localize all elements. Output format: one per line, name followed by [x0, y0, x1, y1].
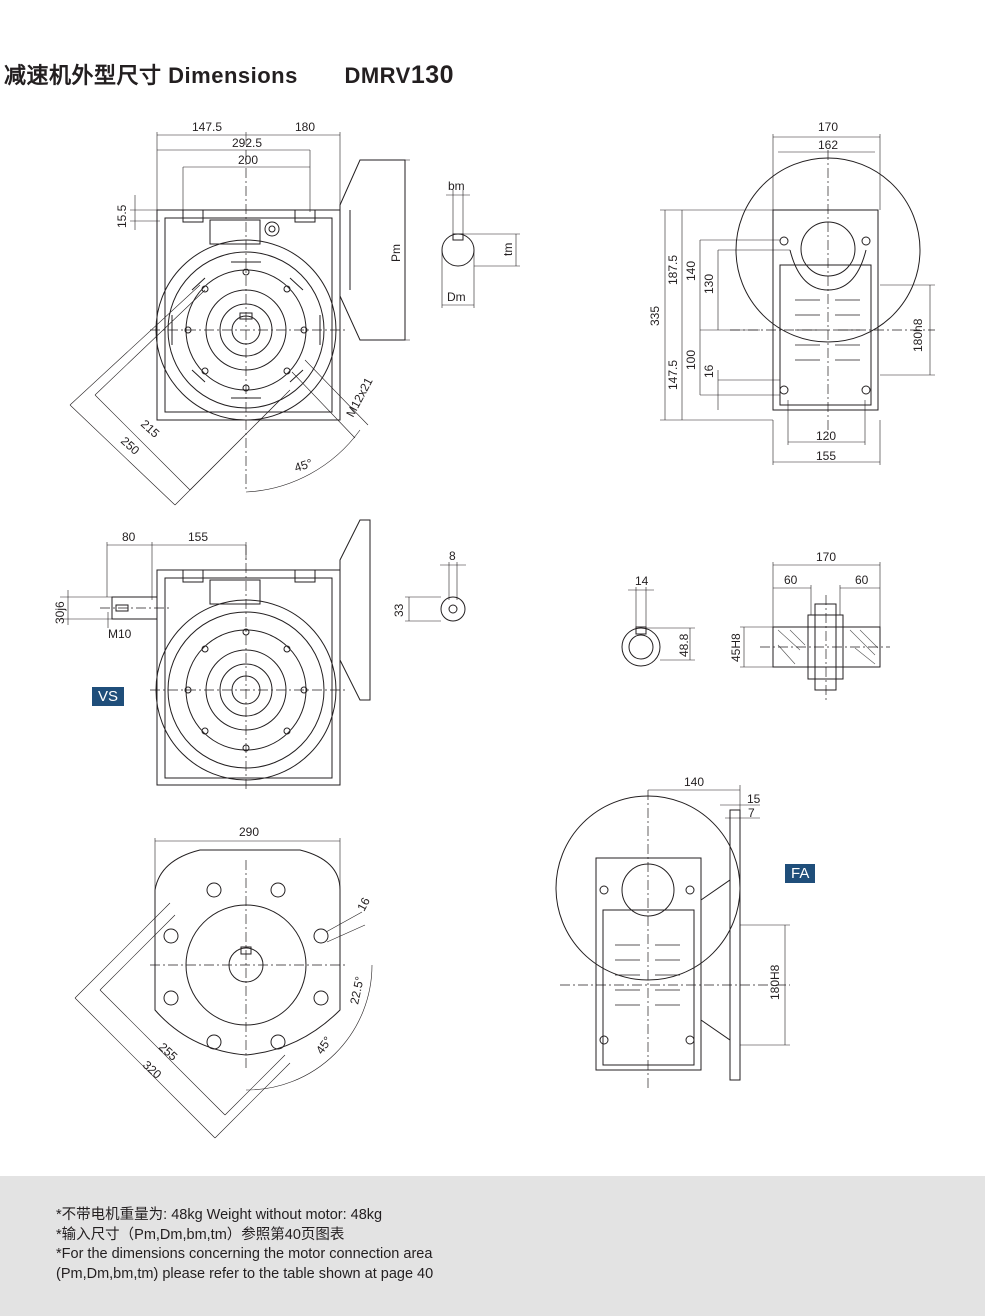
vs-tag: VS: [92, 687, 125, 706]
dim-tm: tm: [501, 243, 515, 256]
note-input-en: *For the dimensions concerning the motor…: [56, 1246, 433, 1262]
dim-16: 16: [702, 364, 716, 378]
dim-140: 140: [684, 261, 698, 281]
hollow-shaft-section: 170 60 60 45H8: [729, 550, 890, 700]
dim-162: 162: [818, 138, 838, 152]
dim-320: 320: [140, 1058, 164, 1082]
dim-22-5-deg: 22.5°: [347, 975, 367, 1006]
vs-key-detail: 8 33: [392, 549, 466, 622]
dim-15: 15: [747, 792, 761, 806]
dim-180: 180: [295, 120, 315, 134]
dim-80: 80: [122, 530, 136, 544]
flange-view: 290 16 22.5° 45° 255 320: [74, 825, 373, 1139]
dim-60-left: 60: [784, 573, 798, 587]
dim-290: 290: [239, 825, 259, 839]
dim-14: 14: [635, 574, 649, 588]
dim-bm: bm: [448, 179, 465, 193]
dim-8: 8: [449, 549, 456, 563]
model-code: DMRV130: [344, 61, 455, 89]
dim-155-vs: 155: [188, 530, 208, 544]
title-cn: 减速机外型尺寸: [4, 63, 162, 88]
dim-200: 200: [238, 153, 258, 167]
dim-255: 255: [156, 1040, 180, 1064]
dim-30j6: 30j6: [53, 601, 67, 624]
dim-147-5-side: 147.5: [666, 360, 680, 390]
notes-panel: *不带电机重量为: 48kg Weight without motor: 48k…: [0, 1176, 985, 1316]
dim-m10: M10: [108, 627, 132, 641]
dim-33: 33: [392, 603, 406, 617]
technical-drawing: 147.5 180 292.5 200 15.5 Pm M12x21 215 2…: [53, 120, 935, 1139]
dim-45-deg-flange: 45°: [313, 1034, 335, 1057]
dim-48-8: 48.8: [677, 633, 691, 657]
motor-shaft-detail: bm tm Dm: [441, 179, 520, 308]
fa-view: 140 15 7 180H8: [555, 775, 790, 1090]
dim-335: 335: [648, 306, 662, 326]
dim-pm: Pm: [389, 244, 403, 262]
dim-170-section: 170: [816, 550, 836, 564]
output-bore-detail: 14 48.8: [621, 574, 695, 667]
side-view: 170 162 335 187.5 140 130 147.5 100 16 1…: [648, 120, 935, 465]
notes-list: *不带电机重量为: 48kg Weight without motor: 48k…: [56, 1206, 433, 1284]
dim-15-5: 15.5: [115, 204, 129, 228]
flange-bolt-holes: [163, 882, 329, 1050]
note-weight: *不带电机重量为: 48kg Weight without motor: 48k…: [56, 1207, 383, 1223]
dim-187-5: 187.5: [666, 255, 680, 285]
dim-45h8: 45H8: [729, 633, 743, 662]
dim-147-5: 147.5: [192, 120, 222, 134]
dim-170: 170: [818, 120, 838, 134]
fa-tag: FA: [785, 864, 816, 883]
dim-100: 100: [684, 350, 698, 370]
front-view: 147.5 180 292.5 200 15.5 Pm M12x21 215 2…: [69, 120, 410, 506]
note-input-en-2: (Pm,Dm,bm,tm) please refer to the table …: [56, 1265, 434, 1282]
dim-180h8: 180h8: [911, 318, 925, 352]
dim-120: 120: [816, 429, 836, 443]
vs-view: 80 155 30j6 M10: [53, 519, 371, 790]
note-input-cn: *输入尺寸（Pm,Dm,bm,tm）参照第40页图表: [56, 1226, 345, 1243]
dim-16-hole: 16: [354, 895, 373, 914]
dim-dm: Dm: [447, 290, 466, 304]
dim-45-deg: 45°: [293, 456, 315, 475]
page-title: 减速机外型尺寸 Dimensions DMRV130: [4, 58, 454, 90]
dim-140-fa: 140: [684, 775, 704, 789]
dim-155: 155: [816, 449, 836, 463]
dim-m12x21: M12x21: [343, 375, 376, 420]
dim-130: 130: [702, 274, 716, 294]
dim-7: 7: [748, 806, 755, 820]
dim-292-5: 292.5: [232, 136, 262, 150]
dim-180H8: 180H8: [768, 964, 782, 1000]
dim-60-right: 60: [855, 573, 869, 587]
title-en: Dimensions: [168, 63, 298, 88]
